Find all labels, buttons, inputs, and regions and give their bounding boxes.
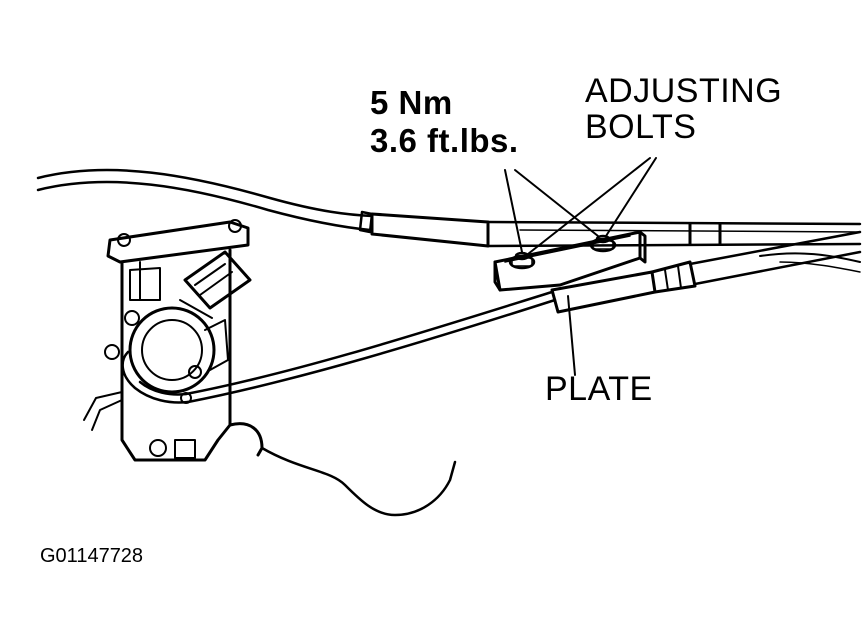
adjusting-bolt-right [589,234,617,253]
cable-loop [121,350,192,404]
lower-cable [184,230,862,404]
throttle-body [83,219,457,517]
leader-lines [504,157,657,376]
upper-cable [36,168,862,248]
adjusting-bolts-label-line2: BOLTS [585,108,697,146]
torque-imperial-label: 3.6 ft.lbs. [370,122,519,159]
torque-metric-label: 5 Nm [370,84,453,121]
plate-bracket [493,230,647,292]
adjusting-bolts-label-line1: ADJUSTING [585,72,783,110]
figure-id: G01147728 [40,545,144,567]
plate-label: PLATE [545,370,653,408]
